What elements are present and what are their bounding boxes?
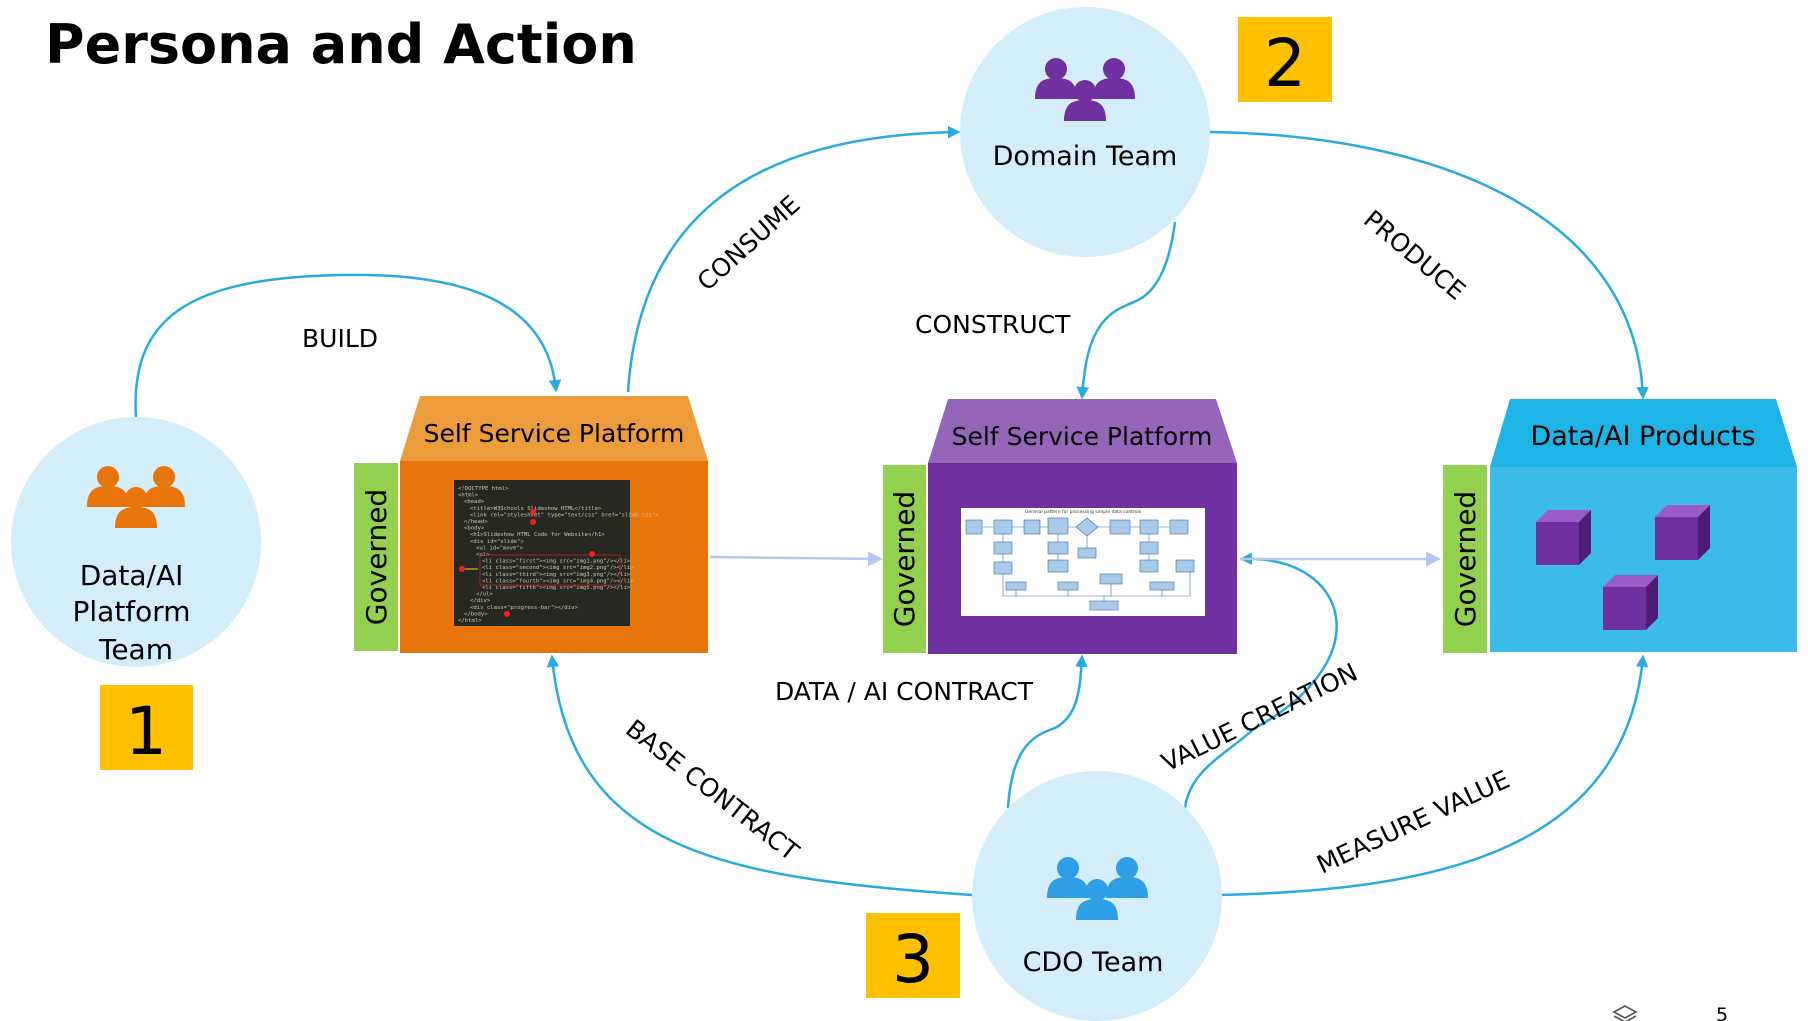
governed-tab-center: [883, 465, 926, 653]
label-build: BUILD: [302, 324, 378, 353]
code-line: </ul>: [476, 592, 493, 598]
governed-label-right: Governed: [1449, 491, 1482, 627]
platform-box-center: Self Service Platform Governed General p…: [883, 399, 1237, 654]
number-badge: [1238, 17, 1332, 102]
cube-icon: [1655, 505, 1710, 560]
base-contract-arrow: [546, 654, 973, 897]
governed-label-left: Governed: [360, 489, 393, 625]
persona-platform-team: Data/AI Platform Team 1: [11, 417, 261, 770]
code-line: <!DOCTYPE html>: [458, 486, 509, 492]
code-line: <li class="fourth"><img src="img4.png"/>…: [482, 578, 634, 584]
code-line: <head>: [464, 499, 485, 505]
code-line: </html>: [458, 618, 482, 624]
code-line: <div class="progress-bar"></div>: [470, 605, 578, 611]
annotation-dot: [459, 566, 465, 572]
label-data-ai-contract: DATA / AI CONTRACT: [775, 677, 1034, 706]
value-creation-arrow: [1183, 552, 1338, 809]
number-badge-value: 2: [1264, 25, 1306, 102]
code-line: <li class="second"><img src="img2.png"/>…: [482, 565, 634, 571]
code-line: <div id="slide">: [470, 539, 525, 545]
flow-connectors: [709, 551, 1441, 567]
platform-left-roof: [400, 396, 708, 461]
annotation-dot: [589, 551, 595, 557]
code-line: <li class="first"><img src="img1.png"/><…: [482, 559, 631, 565]
persona-label: Data/AI Platform Team: [73, 559, 200, 666]
code-line: </div>: [470, 598, 491, 604]
footer: 5: [1612, 1004, 1728, 1021]
page-title: Persona and Action: [45, 13, 637, 76]
annotation-dot: [504, 611, 510, 617]
label-base-contract: BASE CONTRACT: [620, 714, 804, 867]
persona-domain-team: Domain Team 2: [960, 7, 1332, 257]
svg-text:General pattern for processing: General pattern for processing simple da…: [1025, 509, 1142, 515]
code-line: <li class="third"><img src="img3.png"/><…: [482, 572, 631, 578]
annotation-dot: [530, 509, 536, 515]
number-badge: [100, 685, 193, 770]
layers-logo-icon: [1612, 1005, 1638, 1021]
platform-box-left: Self Service Platform Governed <!DOCTYPE…: [354, 396, 708, 653]
persona-circle: [11, 417, 261, 667]
products-roof: [1490, 399, 1797, 467]
code-line: <title>W3Schools Slideshow HTML</title>: [470, 506, 602, 512]
code-line: <link rel="stylesheet" type="text/css" h…: [470, 512, 659, 518]
code-line: <ul id="move">: [476, 545, 524, 551]
code-line: <h1>Slideshow HTML Code for Website</h1>: [470, 532, 605, 538]
platform-left-title: Self Service Platform: [424, 419, 685, 448]
label-value-creation: VALUE CREATION: [1157, 657, 1362, 777]
persona-cdo-team: CDO Team 3: [866, 771, 1222, 1021]
products-box: Data/AI Products Governed: [1443, 399, 1797, 653]
code-line: <li class="fifth"><img src="img5.png"/><…: [482, 585, 631, 591]
construct-arrow: [1076, 221, 1177, 400]
platform-center-title: Self Service Platform: [952, 422, 1213, 451]
number-badge-value: 1: [125, 693, 167, 770]
persona-circle: [960, 7, 1210, 257]
platform-center-roof: [928, 399, 1237, 463]
cube-icon: [1603, 575, 1658, 630]
governed-tab-left: [354, 463, 398, 651]
data-ai-contract-arrow: [1006, 654, 1088, 809]
number-badge: [866, 913, 960, 998]
label-produce: PRODUCE: [1358, 204, 1471, 305]
flowchart-screenshot: General pattern for processing simple da…: [961, 508, 1205, 616]
number-badge-value: 3: [892, 921, 934, 998]
label-measure-value: MEASURE VALUE: [1312, 765, 1514, 880]
measure-value-arrow: [1219, 654, 1649, 897]
governed-tab-right: [1443, 465, 1487, 653]
cube-icon: [1536, 510, 1591, 565]
persona-label: CDO Team: [1023, 947, 1164, 978]
consume-arrow: [626, 125, 961, 393]
code-line: </head>: [464, 519, 488, 525]
code-line: <html>: [458, 493, 479, 499]
flow-arrow-left-to-center: [709, 551, 883, 567]
code-line: </body>: [464, 611, 488, 617]
governed-label-center: Governed: [888, 491, 921, 627]
code-editor-screenshot: <!DOCTYPE html><html><head><title>W3Scho…: [454, 480, 659, 626]
annotation-dot: [530, 519, 536, 525]
connectors: [134, 125, 1649, 897]
products-title: Data/AI Products: [1530, 421, 1755, 452]
page-number: 5: [1716, 1004, 1728, 1021]
persona-label: Domain Team: [993, 141, 1178, 172]
produce-arrow: [1209, 130, 1649, 400]
label-construct: CONSTRUCT: [915, 310, 1071, 339]
build-arrow: [134, 273, 562, 419]
code-line: <body>: [464, 526, 485, 532]
